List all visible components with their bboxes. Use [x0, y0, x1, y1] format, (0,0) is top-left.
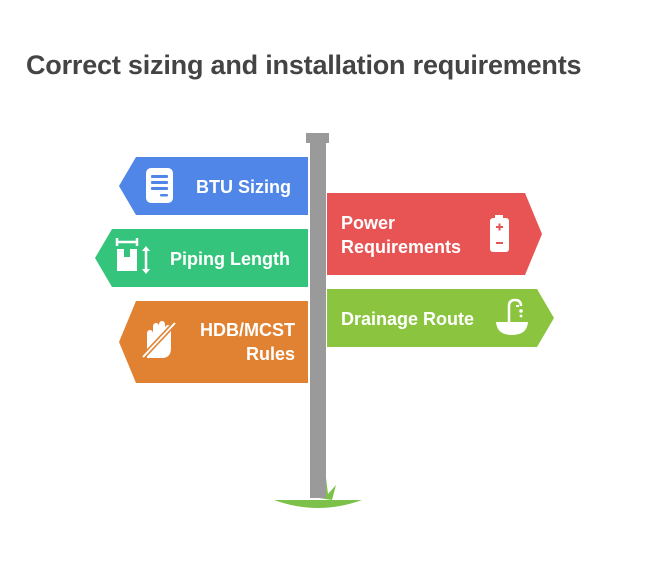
sign-hdb-mcst-rules: [119, 301, 308, 383]
grass-mound: [274, 500, 362, 508]
sign-drainage-route: [327, 289, 554, 347]
signpost-pole: [310, 142, 326, 498]
btu-sizing-label: BTU Sizing: [196, 177, 291, 197]
power-requirements-label: Power Requirements: [341, 211, 461, 259]
sign-power-requirements: [327, 193, 542, 275]
piping-length-label: Piping Length: [170, 249, 290, 269]
document-icon: [146, 168, 173, 203]
sink-faucet-icon: [496, 298, 528, 335]
hdb-mcst-label-line2: Rules: [245, 344, 295, 364]
sign-btu-sizing: [119, 157, 308, 215]
no-hand-icon: [141, 321, 177, 359]
hdb-mcst-rules-label: HDB/MCST Rules: [186, 318, 295, 366]
power-label-line2: Requirements: [341, 237, 462, 257]
signpost-cap: [306, 133, 329, 143]
page-title: Correct sizing and installation requirem…: [26, 50, 582, 80]
sign-piping-length: [95, 229, 308, 287]
box-dimension-icon: [115, 238, 150, 274]
drainage-route-label: Drainage Route: [341, 309, 475, 329]
hdb-mcst-label-line1: HDB/MCST: [200, 320, 295, 340]
battery-icon: [490, 215, 509, 252]
power-label-line1: Power: [341, 213, 396, 233]
